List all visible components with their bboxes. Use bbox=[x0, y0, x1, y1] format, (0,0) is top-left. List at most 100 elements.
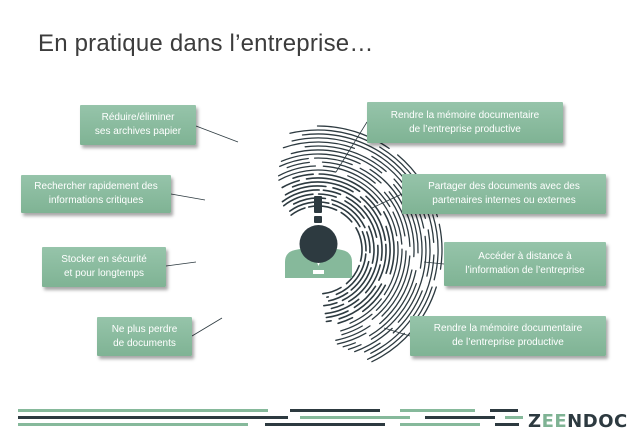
ring-segment bbox=[379, 269, 413, 325]
ring-segment bbox=[345, 196, 378, 238]
ring-segment bbox=[341, 325, 363, 336]
logo-letter: E bbox=[554, 410, 568, 432]
ring-segment bbox=[349, 298, 382, 324]
page-title: En pratique dans l’entreprise… bbox=[38, 30, 374, 57]
ring-segment bbox=[337, 316, 354, 325]
ring-segment bbox=[325, 320, 332, 323]
ring-segment bbox=[322, 286, 342, 295]
logo-letter: E bbox=[541, 410, 555, 432]
connector-line bbox=[335, 121, 368, 173]
ring-segment bbox=[363, 205, 383, 261]
box-acceder-distance: Accéder à distance à l’information de l’… bbox=[444, 242, 606, 286]
ring-segment bbox=[281, 179, 300, 189]
ring-segment bbox=[292, 173, 314, 179]
ring-segment bbox=[324, 298, 360, 315]
ring-segment bbox=[316, 125, 390, 150]
ring-segment bbox=[363, 342, 381, 353]
ring-segment bbox=[290, 149, 383, 174]
ring-segment bbox=[317, 193, 337, 198]
connector-lines bbox=[165, 121, 445, 337]
ring-segment bbox=[350, 260, 370, 291]
ring-segment bbox=[332, 187, 362, 203]
ring-segment bbox=[392, 290, 423, 334]
ring-segment bbox=[330, 303, 345, 310]
ring-segment bbox=[331, 199, 366, 229]
ring-segment bbox=[361, 230, 367, 252]
ring-segment bbox=[282, 193, 314, 207]
ring-segment bbox=[284, 185, 327, 196]
ring-segment bbox=[364, 264, 381, 294]
connector-line bbox=[191, 317, 223, 337]
ring-segment bbox=[323, 301, 338, 307]
ring-segment bbox=[322, 189, 342, 196]
ring-segment bbox=[432, 214, 439, 281]
ring-segment bbox=[335, 253, 367, 296]
ring-segment bbox=[371, 250, 407, 320]
connector-line bbox=[383, 327, 411, 337]
box-label: Rechercher rapidement des informations c… bbox=[34, 181, 158, 206]
box-label: Stocker en sécurité et pour longtemps bbox=[61, 254, 147, 279]
logo-letter: Z bbox=[528, 410, 542, 432]
ring-segment bbox=[365, 195, 382, 216]
ring-segment bbox=[438, 223, 443, 270]
ring-segment bbox=[366, 332, 406, 360]
ring-segment bbox=[370, 254, 435, 354]
ring-segment bbox=[331, 203, 361, 228]
ring-segment bbox=[292, 197, 327, 205]
box-stocker-securite: Stocker en sécurité et pour longtemps bbox=[42, 247, 166, 287]
ring-segment bbox=[367, 225, 375, 264]
ring-segment bbox=[313, 157, 353, 166]
ring-segment bbox=[393, 183, 419, 254]
ring-segment bbox=[335, 325, 371, 341]
box-reduire-archives: Réduire/éliminer ses archives papier bbox=[80, 105, 196, 145]
connector-line bbox=[423, 261, 445, 265]
box-label: Partager des documents avec des partenai… bbox=[428, 181, 580, 206]
ring-segment bbox=[383, 211, 395, 275]
box-rechercher-informations: Rechercher rapidement des informations c… bbox=[21, 175, 171, 213]
ring-segment bbox=[388, 191, 411, 248]
ring-segment bbox=[370, 282, 418, 340]
ring-segment bbox=[378, 243, 387, 281]
ring-segment bbox=[289, 201, 330, 212]
ring-segment bbox=[426, 229, 431, 277]
ring-segment bbox=[318, 173, 379, 204]
ring-segment bbox=[325, 310, 349, 319]
box-label: Ne plus perdre de documents bbox=[111, 323, 178, 349]
box-label: Rendre la mémoire documentaire de l’entr… bbox=[433, 323, 583, 348]
ring-segment bbox=[338, 283, 383, 320]
connector-line bbox=[371, 193, 403, 209]
ring-segment bbox=[280, 153, 361, 165]
logo-letter: N bbox=[567, 410, 583, 432]
ring-segment bbox=[348, 244, 379, 303]
ring-segment bbox=[359, 196, 387, 241]
ring-segment bbox=[353, 285, 377, 309]
ring-segment bbox=[345, 264, 360, 285]
ring-segment bbox=[397, 235, 427, 323]
ring-segment bbox=[347, 344, 362, 351]
ring-segment bbox=[362, 284, 387, 313]
ring-segment bbox=[289, 129, 371, 143]
ring-segment bbox=[366, 231, 371, 254]
ring-segment bbox=[322, 165, 391, 208]
ring-segment bbox=[290, 207, 306, 216]
ring-segment bbox=[355, 227, 363, 262]
ring-segment bbox=[279, 157, 309, 168]
connector-line bbox=[195, 125, 239, 143]
box-partager-documents: Partager des documents avec des partenai… bbox=[402, 174, 606, 214]
ring-segment bbox=[359, 167, 382, 184]
ring-segment bbox=[383, 241, 399, 296]
person-icon bbox=[285, 225, 352, 278]
ring-segment bbox=[342, 342, 356, 348]
box-memoire-documentaire-2: Rendre la mémoire documentaire de l’entr… bbox=[410, 316, 606, 356]
ring-segment bbox=[381, 255, 411, 317]
ring-segment bbox=[383, 191, 406, 237]
ring-segment bbox=[327, 292, 349, 302]
ring-segment bbox=[347, 175, 398, 237]
ring-segment bbox=[278, 169, 337, 181]
ring-segment bbox=[340, 313, 373, 332]
ring-segment bbox=[277, 165, 317, 177]
connector-line bbox=[165, 261, 197, 267]
logo-letter: C bbox=[614, 410, 628, 432]
